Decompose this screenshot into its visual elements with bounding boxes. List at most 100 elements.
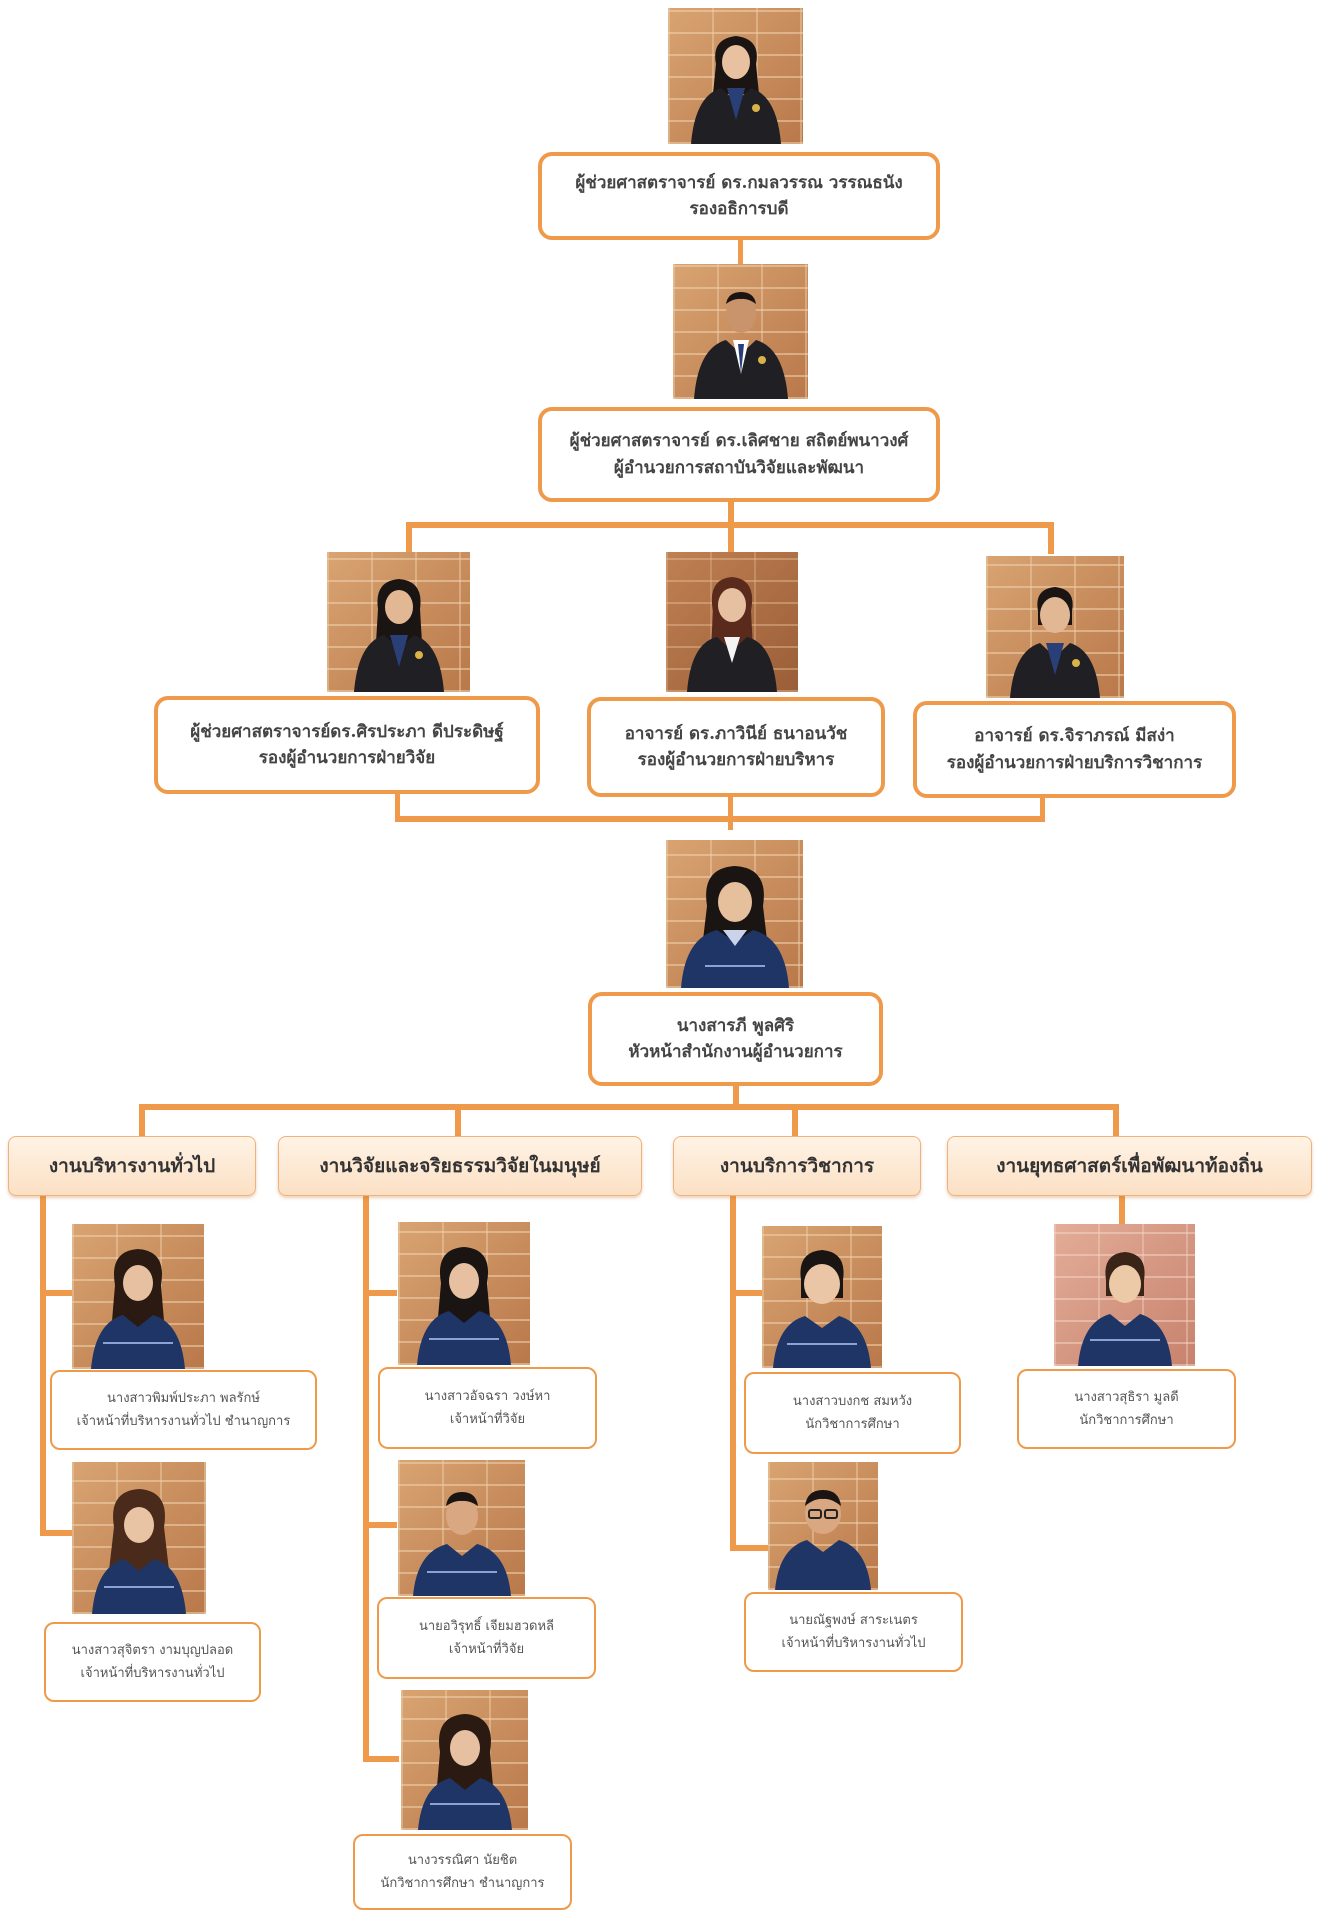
staff-box: นางวรรณิศา นัยชิต นักวิชาการศึกษา ชำนาญก… bbox=[353, 1834, 572, 1910]
vice-president-title: รองอธิการบดี bbox=[689, 199, 789, 219]
staff-name: นางสาวสุธิรา มูลดี bbox=[1074, 1389, 1179, 1405]
staff-title: เจ้าหน้าที่วิจัย bbox=[449, 1412, 526, 1427]
deputy-research-name: ผู้ช่วยศาสตราจารย์ดร.ศิรประภา ดีประดิษฐ์ bbox=[190, 721, 504, 742]
deputy-service-name: อาจารย์ ดร.จิราภรณ์ มีสง่า bbox=[974, 726, 1175, 747]
connector bbox=[40, 1530, 72, 1536]
deputy-admin-title: รองผู้อำนวยการฝ่ายบริหาร bbox=[637, 750, 835, 770]
office-head-title: หัวหน้าสำนักงานผู้อำนวยการ bbox=[628, 1042, 843, 1062]
dept-label: งานบริหารงานทั่วไป bbox=[48, 1155, 216, 1177]
photo-deputy-admin bbox=[666, 552, 798, 692]
staff-name: นางสาวบงกช สมหวัง bbox=[792, 1393, 913, 1409]
dept-academic-service: งานบริการวิชาการ bbox=[673, 1136, 921, 1196]
dept-research-ethics: งานวิจัยและจริยธรรมวิจัยในมนุษย์ bbox=[278, 1136, 642, 1196]
staff-box: นางสาวสุจิตรา งามบุญปลอด เจ้าหน้าที่บริห… bbox=[44, 1622, 261, 1702]
vice-president-box: ผู้ช่วยศาสตราจารย์ ดร.กมลวรรณ วรรณธนัง ร… bbox=[538, 152, 940, 240]
connector bbox=[728, 522, 734, 552]
staff-title: เจ้าหน้าที่บริหารงานทั่วไป ชำนาญการ bbox=[76, 1414, 291, 1429]
dept-label: งานวิจัยและจริยธรรมวิจัยในมนุษย์ bbox=[319, 1155, 601, 1177]
deputy-service-title: รองผู้อำนวยการฝ่ายบริการวิชาการ bbox=[946, 752, 1203, 773]
photo-vice-president bbox=[668, 8, 803, 144]
person-figure bbox=[417, 1714, 512, 1830]
connector bbox=[455, 1104, 461, 1136]
connector bbox=[733, 1082, 739, 1110]
connector bbox=[139, 1104, 145, 1136]
person-figure bbox=[693, 292, 788, 399]
connector bbox=[792, 1104, 798, 1136]
connector bbox=[730, 1545, 770, 1551]
connector bbox=[363, 1190, 369, 1760]
dept-label: งานบริการวิชาการ bbox=[719, 1155, 875, 1177]
office-head-box: นางสารภี พูลศิริ หัวหน้าสำนักงานผู้อำนวย… bbox=[588, 992, 883, 1086]
person-figure bbox=[775, 1490, 871, 1590]
staff-name: นายอวิรุทธิ์ เจียมฮวดหลี bbox=[419, 1618, 554, 1634]
photo-office-head bbox=[666, 840, 803, 988]
staff-title: เจ้าหน้าที่วิจัย bbox=[448, 1642, 525, 1657]
connector bbox=[40, 1190, 46, 1535]
person-figure bbox=[353, 579, 444, 692]
photo-staff bbox=[401, 1690, 528, 1830]
staff-title: นักวิชาการศึกษา ชำนาญการ bbox=[380, 1876, 545, 1891]
photo-staff bbox=[398, 1460, 525, 1596]
staff-box: นางสาวสุธิรา มูลดี นักวิชาการศึกษา bbox=[1017, 1369, 1236, 1449]
photo-deputy-service bbox=[986, 556, 1124, 698]
director-name: ผู้ช่วยศาสตราจารย์ ดร.เลิศชาย สถิตย์พนาว… bbox=[569, 431, 909, 452]
connector bbox=[363, 1522, 397, 1528]
connector bbox=[395, 792, 400, 820]
staff-box: นางสาวอัจฉรา วงษ์หา เจ้าหน้าที่วิจัย bbox=[378, 1367, 597, 1449]
person-figure bbox=[92, 1489, 186, 1614]
connector bbox=[728, 499, 734, 527]
staff-name: นางสาวสุจิตรา งามบุญปลอด bbox=[71, 1642, 234, 1658]
staff-title: เจ้าหน้าที่บริหารงานทั่วไป bbox=[80, 1666, 225, 1681]
connector bbox=[40, 1290, 72, 1296]
dept-local-strategy: งานยุทธศาสตร์เพื่อพัฒนาท้องถิ่น bbox=[947, 1136, 1312, 1196]
connector bbox=[730, 1290, 764, 1296]
connector bbox=[363, 1756, 399, 1762]
photo-staff bbox=[72, 1462, 206, 1614]
connector bbox=[1048, 522, 1054, 554]
staff-box: นายณัฐพงษ์ สาระเนตร เจ้าหน้าที่บริหารงาน… bbox=[744, 1592, 963, 1672]
staff-title: นักวิชาการศึกษา bbox=[805, 1417, 900, 1432]
deputy-service-box: อาจารย์ ดร.จิราภรณ์ มีสง่า รองผู้อำนวยกา… bbox=[913, 701, 1236, 798]
person-figure bbox=[417, 1247, 511, 1365]
director-title: ผู้อำนวยการสถาบันวิจัยและพัฒนา bbox=[613, 457, 865, 478]
photo-staff bbox=[768, 1462, 878, 1590]
photo-staff bbox=[72, 1224, 204, 1369]
staff-box: นางสาวบงกช สมหวัง นักวิชาการศึกษา bbox=[744, 1372, 961, 1454]
person-figure bbox=[773, 1250, 871, 1368]
connector bbox=[139, 1104, 1119, 1110]
person-figure bbox=[687, 577, 777, 692]
connector bbox=[1113, 1104, 1119, 1136]
connector bbox=[1040, 796, 1045, 820]
person-figure bbox=[91, 1249, 185, 1369]
person-figure bbox=[680, 866, 789, 988]
vice-president-name: ผู้ช่วยศาสตราจารย์ ดร.กมลวรรณ วรรณธนัง bbox=[575, 172, 903, 193]
connector bbox=[730, 1190, 736, 1550]
staff-box: นางสาวพิมพ์ประภา พลรักษ์ เจ้าหน้าที่บริห… bbox=[50, 1370, 317, 1450]
director-box: ผู้ช่วยศาสตราจารย์ ดร.เลิศชาย สถิตย์พนาว… bbox=[538, 407, 940, 502]
connector bbox=[1119, 1196, 1125, 1224]
photo-staff bbox=[762, 1226, 882, 1368]
person-figure bbox=[1010, 587, 1100, 698]
staff-box: นายอวิรุทธิ์ เจียมฮวดหลี เจ้าหน้าที่วิจั… bbox=[377, 1597, 596, 1679]
deputy-admin-name: อาจารย์ ดร.ภาวินีย์ ธนาอนวัช bbox=[624, 723, 848, 744]
deputy-admin-box: อาจารย์ ดร.ภาวินีย์ ธนาอนวัช รองผู้อำนวย… bbox=[587, 697, 885, 797]
person-figure bbox=[412, 1492, 511, 1596]
staff-name: นายณัฐพงษ์ สาระเนตร bbox=[789, 1612, 918, 1628]
staff-name: นางสาวพิมพ์ประภา พลรักษ์ bbox=[107, 1390, 260, 1406]
connector bbox=[728, 792, 733, 830]
staff-name: นางวรรณิศา นัยชิต bbox=[407, 1852, 518, 1868]
staff-title: เจ้าหน้าที่บริหารงานทั่วไป bbox=[781, 1636, 926, 1651]
deputy-research-title: รองผู้อำนวยการฝ่ายวิจัย bbox=[258, 748, 436, 768]
connector bbox=[406, 522, 412, 552]
deputy-research-box: ผู้ช่วยศาสตราจารย์ดร.ศิรประภา ดีประดิษฐ์… bbox=[154, 696, 540, 794]
staff-title: นักวิชาการศึกษา bbox=[1079, 1413, 1174, 1428]
person-figure bbox=[690, 36, 781, 144]
photo-staff bbox=[1054, 1224, 1195, 1366]
dept-general-admin: งานบริหารงานทั่วไป bbox=[8, 1136, 256, 1196]
connector bbox=[363, 1290, 397, 1296]
staff-name: นางสาวอัจฉรา วงษ์หา bbox=[424, 1388, 551, 1404]
dept-label: งานยุทธศาสตร์เพื่อพัฒนาท้องถิ่น bbox=[996, 1155, 1263, 1177]
connector bbox=[738, 240, 743, 264]
photo-staff bbox=[398, 1222, 530, 1365]
photo-director bbox=[673, 264, 808, 399]
